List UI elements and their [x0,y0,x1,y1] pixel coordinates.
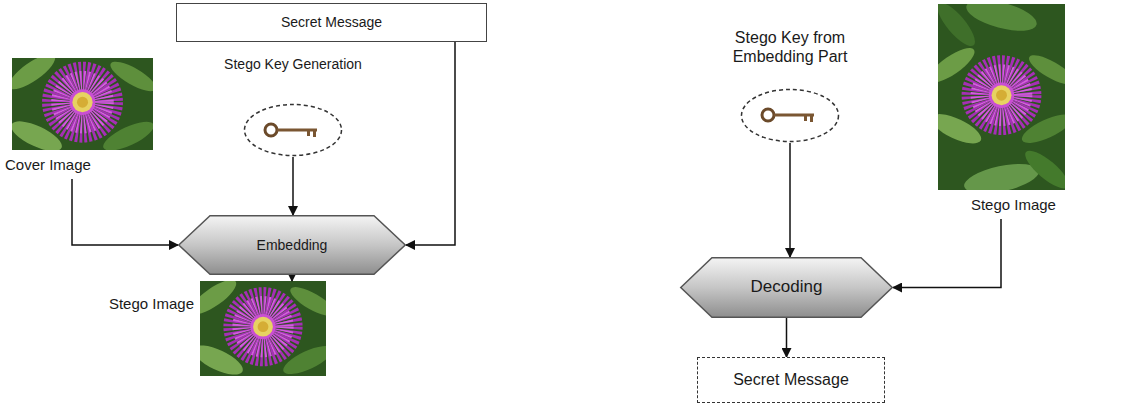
key-icon [265,124,317,137]
circle-outline [742,90,839,142]
dashed-circle [243,103,343,157]
flow-arrow [292,157,294,215]
stego-image: Stego Image [200,281,326,376]
message-box: Secret Message [697,357,885,403]
caption-label: Stego Image [109,295,194,313]
node-label: Secret Message [281,14,382,31]
flow-arrow [291,275,293,281]
node-label: Decoding [751,277,823,297]
circle-outline [245,105,342,156]
caption-label: Cover Image [5,156,91,174]
stego-photo [666,0,1141,405]
key-picture [265,124,317,137]
key-picture [762,109,814,122]
cover-image: Cover Image [12,58,153,150]
key-circle: Stego Key Generation [243,103,343,157]
flow-arrow [789,143,791,257]
dashed-circle [740,88,840,143]
key-circle: Stego Key from Embedding Part [740,88,840,143]
flower-picture [0,14,596,405]
node-label: Secret Message [733,370,849,389]
message-box: Secret Message [176,3,487,42]
stego-photo [0,14,596,405]
hexagon-shape [681,258,893,318]
process-hexagon: Embedding [178,215,406,275]
stego-image: Stego Image [938,4,1065,190]
process-hexagon: Decoding [680,257,893,318]
key-icon [762,109,814,122]
node-label: Embedding [257,237,328,254]
flow-arrow [72,179,178,245]
flow-arrow [406,42,455,245]
caption-label: Stego Key Generation [224,56,362,73]
flow-arrow [786,318,788,357]
caption-label: Stego Key from Embedding Part [720,28,860,66]
caption-label: Stego Image [971,196,1056,214]
flow-arrow [893,219,1001,288]
hexagon-shape [179,216,406,275]
flower-picture [666,0,1141,405]
